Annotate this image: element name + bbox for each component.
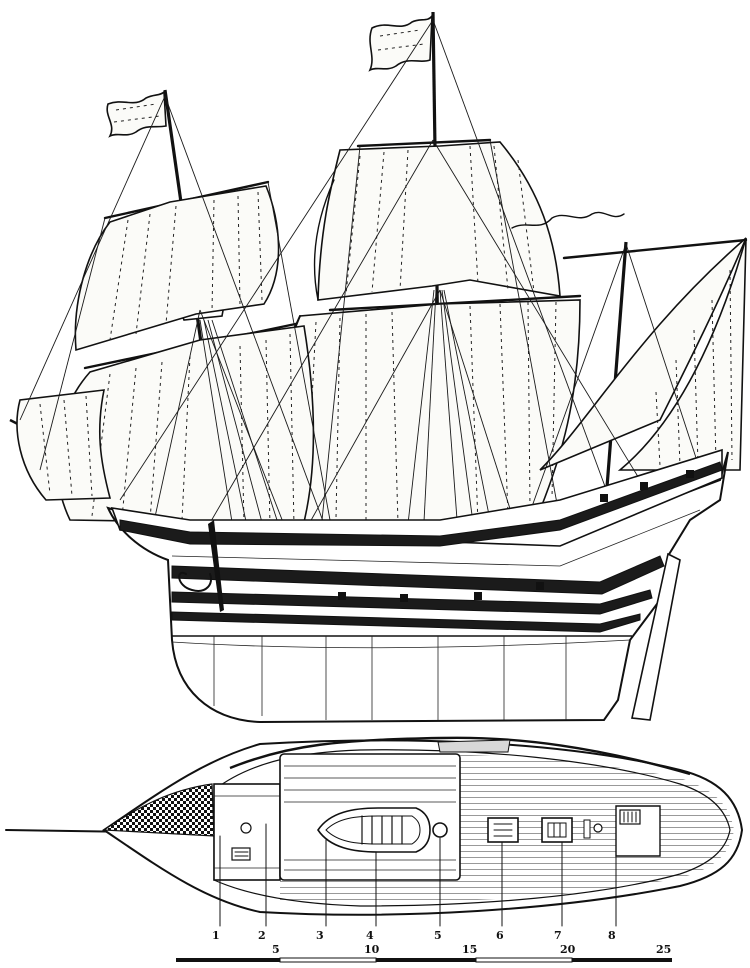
scale-bar: 5 10 15 20 25 xyxy=(176,943,672,963)
callout-2: 2 xyxy=(258,929,266,942)
plan-mainmast xyxy=(432,822,448,838)
callout-1: 1 xyxy=(212,929,220,942)
foremast-flag xyxy=(106,90,167,138)
callout-8: 8 xyxy=(608,929,616,942)
scale-tick-15: 15 xyxy=(462,943,477,956)
hatch-7 xyxy=(541,817,573,843)
hull xyxy=(106,448,729,724)
scale-tick-5: 5 xyxy=(272,943,280,956)
scale-tick-25: 25 xyxy=(656,943,671,956)
mainmast-flag xyxy=(368,13,433,72)
hatch-6 xyxy=(487,817,519,843)
scale-tick-20: 20 xyxy=(560,943,576,956)
callout-4: 4 xyxy=(366,929,374,942)
fore-topsail xyxy=(74,185,280,352)
callout-lines xyxy=(219,823,617,927)
spritsail xyxy=(16,389,112,501)
plan-mizzenmast xyxy=(593,823,603,833)
plan-callouts: 1 2 3 4 5 6 7 8 xyxy=(212,929,616,942)
streamer xyxy=(511,211,625,229)
main-topsail xyxy=(313,141,561,301)
poop-deck xyxy=(615,805,661,857)
callout-7: 7 xyxy=(554,929,562,942)
rigging xyxy=(19,19,701,561)
ship-elevation xyxy=(9,11,748,724)
mizzenmast xyxy=(604,241,628,501)
callout-6: 6 xyxy=(496,929,504,942)
ship-deck-plan xyxy=(5,736,744,916)
mizzen-lateen-sail xyxy=(539,237,747,471)
scale-tick-10: 10 xyxy=(364,943,380,956)
ships-boat xyxy=(317,807,431,853)
forecastle-grating xyxy=(102,783,215,837)
callout-5: 5 xyxy=(434,929,442,942)
callout-3: 3 xyxy=(316,929,324,942)
